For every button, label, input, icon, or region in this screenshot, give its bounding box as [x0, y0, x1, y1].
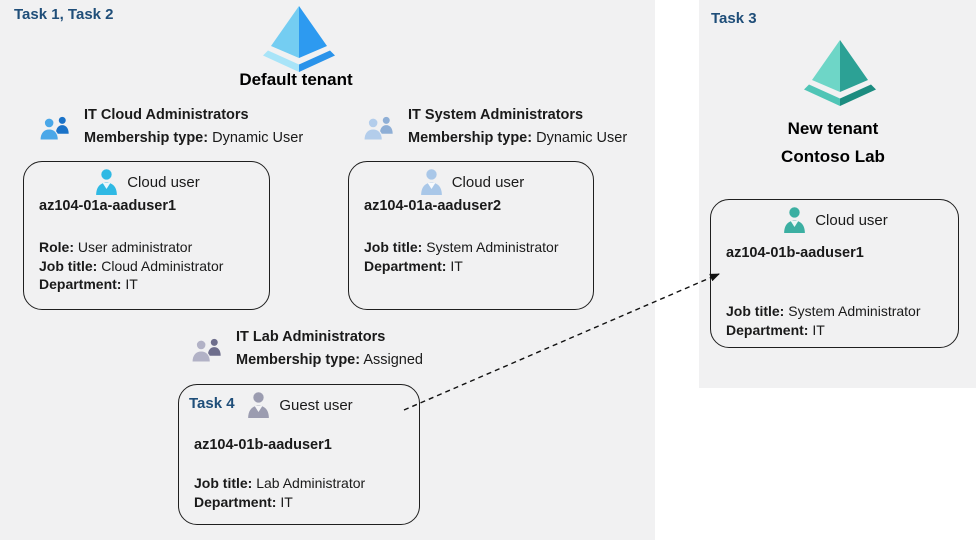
membership-type-value: Assigned — [363, 352, 423, 368]
user-name: az104-01b-aaduser1 — [194, 437, 332, 453]
group-people-icon — [39, 116, 69, 141]
user-name: az104-01a-aaduser1 — [39, 198, 177, 214]
attr-job-title: Job title: System Administrator — [726, 303, 921, 319]
task-1-2-label: Task 1, Task 2 — [14, 6, 114, 23]
user-type-header: Cloud user — [349, 167, 593, 197]
membership-type-value: Dynamic User — [536, 130, 628, 146]
attr-department: Department: IT — [726, 321, 825, 338]
new-tenant-name-line2: Contoso Lab — [781, 147, 885, 166]
user-type-label: Cloud user — [815, 211, 888, 229]
user-type-header: Cloud user — [711, 205, 958, 235]
group-name: IT Cloud Administrators — [84, 107, 249, 123]
user-attributes: Role: User administrator Job title: Clou… — [39, 238, 223, 294]
user-attributes: Job title: System Administrator Departme… — [726, 302, 921, 339]
group-people-icon — [191, 338, 221, 363]
attr-department: Department: IT — [364, 257, 463, 274]
user-card-guest-user: Task 4 Guest user az104-01b-aaduser1 Job… — [178, 384, 420, 525]
attr-job-title: Job title: Lab Administrator — [194, 475, 366, 491]
attr-department: Department: IT — [194, 493, 293, 510]
attr-job-title: Job title: System Administrator — [364, 239, 559, 255]
group-name: IT Lab Administrators — [236, 329, 386, 345]
default-tenant-name: Default tenant — [239, 70, 353, 89]
group-people-icon — [363, 116, 393, 141]
user-card-new-tenant-cloud-user: Cloud user az104-01b-aaduser1 Job title:… — [710, 199, 959, 348]
group-membership-type: Membership type: Dynamic User — [408, 127, 627, 150]
task-4-label: Task 4 — [189, 395, 235, 412]
default-tenant-panel — [0, 0, 655, 540]
user-type-label: Cloud user — [127, 173, 200, 191]
membership-type-label: Membership type: — [236, 352, 361, 368]
cloud-user-icon — [96, 169, 118, 195]
user-attributes: Job title: Lab Administrator Department:… — [194, 474, 365, 511]
attr-role: Role: User administrator — [39, 239, 193, 255]
group-membership-type: Membership type: Assigned — [236, 349, 423, 372]
user-type-header: Cloud user — [24, 167, 269, 197]
task-3-label: Task 3 — [711, 10, 757, 27]
attr-department: Department: IT — [39, 276, 138, 292]
user-name: az104-01b-aaduser1 — [726, 245, 864, 261]
user-type-header: Guest user — [179, 390, 419, 420]
attr-job-title: Job title: Cloud Administrator — [39, 257, 224, 274]
user-attributes: Job title: System Administrator Departme… — [364, 238, 559, 275]
user-type-label: Cloud user — [451, 173, 525, 191]
membership-type-label: Membership type: — [84, 130, 209, 146]
membership-type-value: Dynamic User — [212, 130, 304, 146]
user-type-label: Guest user — [279, 396, 353, 414]
group-membership-type: Membership type: Dynamic User — [84, 127, 303, 150]
azure-ad-tenant-icon — [263, 6, 335, 72]
group-it-cloud-administrators: IT Cloud Administrators Membership type:… — [38, 104, 303, 150]
user-card-cloud-user-2: Cloud user az104-01a-aaduser2 Job title:… — [348, 161, 594, 310]
group-it-lab-administrators: IT Lab Administrators Membership type: A… — [190, 326, 423, 372]
azure-ad-new-tenant-icon — [804, 40, 876, 106]
group-it-system-administrators: IT System Administrators Membership type… — [362, 104, 627, 150]
guest-user-icon — [248, 392, 270, 418]
user-name: az104-01a-aaduser2 — [364, 198, 502, 214]
cloud-user-icon — [784, 207, 806, 233]
user-card-cloud-user-1: Cloud user az104-01a-aaduser1 Role: User… — [23, 161, 270, 310]
group-name: IT System Administrators — [408, 107, 584, 123]
new-tenant-name-line1: New tenant — [787, 119, 879, 138]
cloud-user-icon — [420, 169, 442, 195]
membership-type-label: Membership type: — [408, 130, 533, 146]
